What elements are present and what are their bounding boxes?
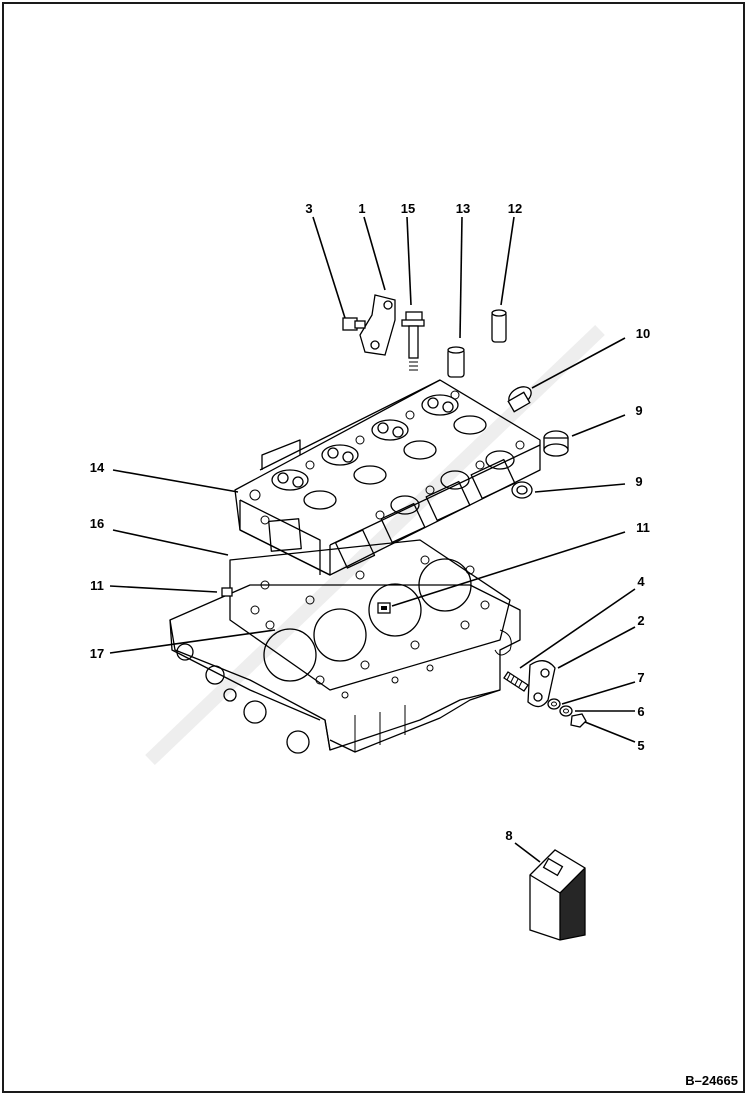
plug-11-left [221,587,233,597]
plug-9-lower [511,481,533,499]
callout-6: 6 [637,704,644,719]
nut-5 [570,713,587,728]
callout-5: 5 [637,738,644,753]
plug-10 [507,386,532,413]
callout-14: 14 [90,460,105,475]
callout-10: 10 [636,326,650,341]
head-bolt [401,311,425,371]
stud-4 [503,671,529,692]
callout-13: 13 [456,201,470,216]
bracket-bolt [342,317,366,331]
callout-3: 3 [305,201,312,216]
callout-8: 8 [505,828,512,843]
washer-6 [559,705,573,717]
callout-2: 2 [637,613,644,628]
sleeve-13 [447,346,465,378]
engine-block [169,584,521,754]
callout-9-lower: 9 [635,474,642,489]
callout-12: 12 [508,201,522,216]
leader-lines [109,216,636,863]
callout-4: 4 [637,574,645,589]
callout-11-left: 11 [90,578,104,593]
callout-11-right: 11 [636,520,650,535]
plug-9-top [543,430,569,457]
callout-1: 1 [358,201,365,216]
plug-11-lower [377,602,391,614]
callout-9-top: 9 [635,403,642,418]
lifting-bracket [359,294,396,356]
pin-12 [491,309,507,343]
callout-17: 17 [90,646,104,661]
callout-7: 7 [637,670,644,685]
callouts: 3 1 15 13 12 10 9 9 14 16 11 11 17 4 2 7… [90,201,650,843]
cylinder-head [234,379,541,576]
callout-16: 16 [90,516,104,531]
washer-7 [547,698,561,710]
gasket-kit-box [529,849,586,941]
figure-id: B–24665 [685,1073,738,1088]
head-gasket [229,539,511,699]
callout-15: 15 [401,201,415,216]
plate-2 [527,660,556,708]
